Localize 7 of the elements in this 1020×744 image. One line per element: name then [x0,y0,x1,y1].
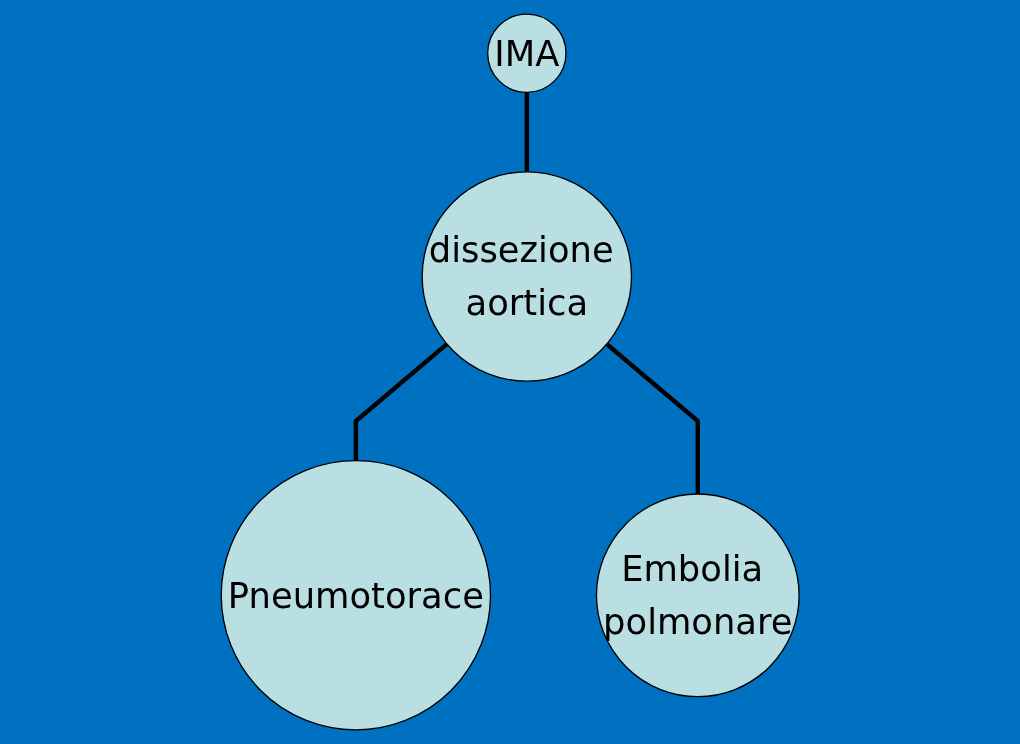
connector [524,92,529,172]
node-circle: IMA [486,13,567,94]
node-circle: Embolia polmonare [595,493,800,698]
node-circle: Pneumotorace [220,460,491,731]
node-circle: dissezione aortica [421,171,632,382]
connector [353,342,449,461]
connector [605,342,700,494]
